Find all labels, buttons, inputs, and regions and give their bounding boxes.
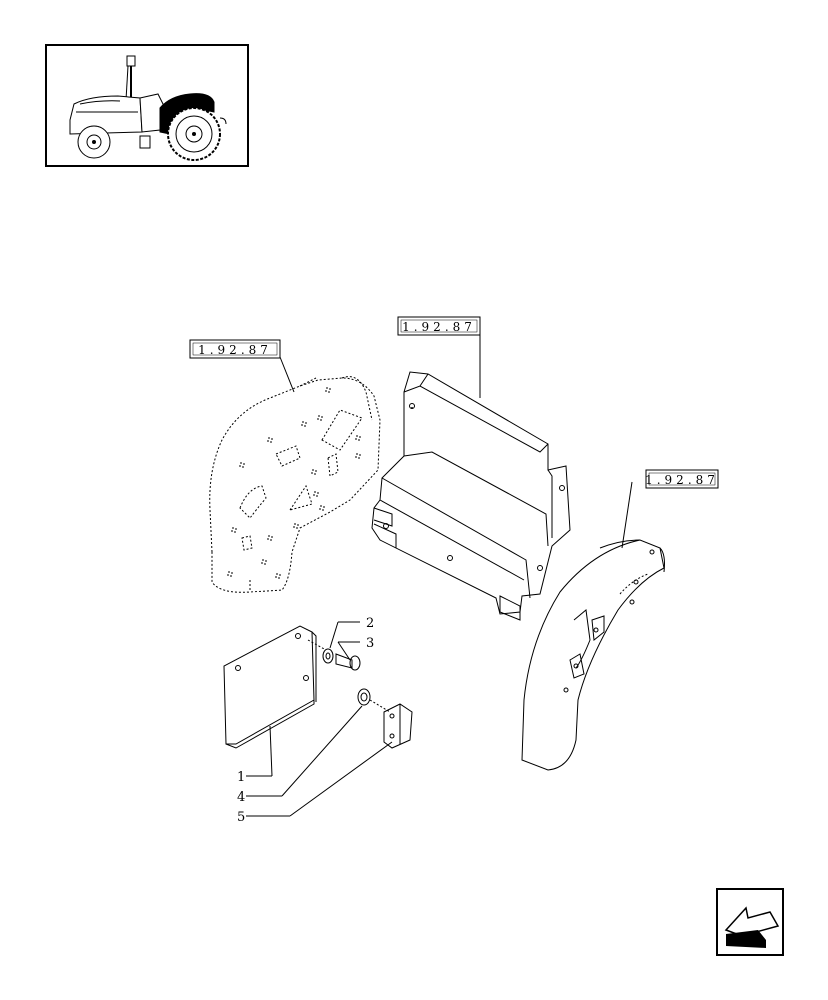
part-5-bracket [383, 703, 413, 749]
reference-label-center: 1.92.87 [402, 320, 476, 334]
reference-box-right: 1.92.87 [645, 469, 719, 489]
reference-label-left: 1.92.87 [198, 343, 272, 357]
right-fender-part [521, 539, 665, 771]
reference-box-left: 1.92.87 [189, 339, 281, 359]
part-2-washer [322, 648, 334, 664]
reference-label-right: 1.92.87 [645, 473, 719, 487]
tractor-thumbnail-icon [45, 44, 249, 167]
part-4-nut [357, 688, 391, 713]
left-fender-part [209, 376, 381, 593]
callout-1: 1 [237, 770, 245, 785]
reference-box-center: 1.92.87 [397, 316, 481, 336]
callout-4: 4 [237, 790, 245, 805]
callout-5: 5 [237, 810, 245, 825]
callout-2: 2 [366, 616, 374, 631]
callout-3: 3 [366, 636, 374, 651]
part-3-bolt [307, 639, 361, 671]
return-arrow-icon[interactable] [716, 888, 784, 956]
callout-leaders [246, 335, 633, 817]
part-1-plate [223, 625, 317, 749]
center-panel-part [371, 371, 571, 621]
